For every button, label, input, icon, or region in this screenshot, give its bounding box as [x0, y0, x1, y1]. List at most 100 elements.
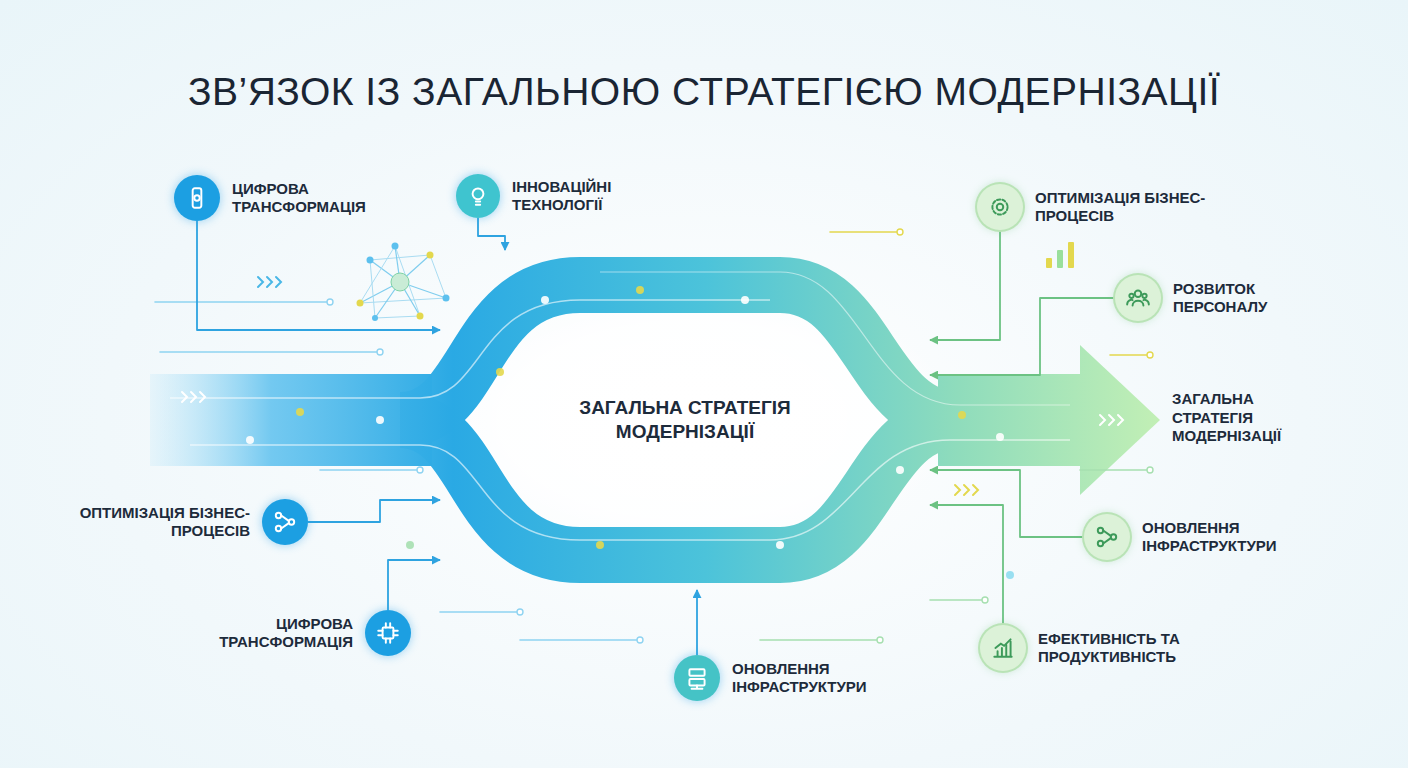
text-column: ОПТИМІЗАЦІЯ БІЗНЕС-ПРОЦЕСІВ — [1035, 189, 1207, 226]
ribbon-arrowhead — [1080, 345, 1160, 495]
chevron — [182, 392, 187, 402]
decor-line — [930, 599, 985, 601]
leader-arrow — [930, 298, 1115, 375]
chevron — [267, 277, 272, 287]
chevron — [276, 277, 281, 287]
icon-stroke — [1111, 534, 1116, 539]
decor-line — [160, 351, 380, 353]
glow-dot — [958, 411, 966, 419]
icon-circle — [456, 174, 500, 218]
text-column: ЕФЕКТИВНІСТЬ ТА ПРОДУКТИВНІСТЬ — [1038, 630, 1210, 667]
topic-node: РОЗВИТОК ПЕРСОНАЛУ — [1115, 275, 1345, 321]
chevron — [1118, 415, 1123, 425]
text-column: РОЗВИТОК ПЕРСОНАЛУ — [1173, 280, 1345, 317]
node-label: ОПТИМІЗАЦІЯ БІЗНЕС-ПРОЦЕСІВ — [1035, 189, 1207, 226]
icon-glyph — [684, 665, 710, 691]
icon-stroke — [1135, 290, 1142, 297]
text-column: ЦИФРОВА ТРАНСФОРМАЦІЯ — [232, 180, 404, 217]
icon-stroke — [1127, 300, 1149, 306]
decor-line — [1080, 469, 1150, 471]
icon-glyph — [272, 509, 298, 535]
icon-stroke — [995, 639, 1010, 648]
decor-dot — [377, 349, 383, 355]
icon-circle — [977, 184, 1023, 230]
chevron — [1100, 415, 1105, 425]
network-node — [417, 313, 424, 320]
text-column: ЦИФРОВА ТРАНСФОРМАЦІЯ — [181, 615, 353, 652]
topic-node: ОПТИМІЗАЦІЯ БІЗНЕС-ПРОЦЕСІВ — [78, 499, 308, 545]
icon-stroke — [383, 628, 394, 639]
icon-circle — [674, 655, 720, 701]
strategy-ribbon: ЗАГАЛЬНА СТРАТЕГІЯ МОДЕРНІЗАЦІЇ — [440, 250, 930, 590]
icon-glyph — [1125, 285, 1151, 311]
bar-chart — [1068, 242, 1074, 268]
network-node — [443, 295, 450, 302]
icon-stroke — [378, 623, 398, 643]
decor-dot — [637, 637, 643, 643]
icon-circle — [174, 175, 220, 221]
icon-glyph — [1094, 524, 1120, 550]
leader-arrow — [478, 218, 505, 250]
node-label: ІННОВАЦІЙНІ ТЕХНОЛОГІЇ — [512, 178, 684, 215]
text-column: ОНОВЛЕННЯ ІНФРАСТРУКТУРИ — [1142, 519, 1314, 556]
decor-dot — [1147, 467, 1153, 473]
decor-dot — [417, 467, 423, 473]
decorations — [155, 229, 1153, 643]
text-column: ОПТИМІЗАЦІЯ БІЗНЕС-ПРОЦЕСІВ — [78, 504, 250, 541]
glow-dot — [996, 433, 1004, 441]
topic-node: ОНОВЛЕННЯ ІНФРАСТРУКТУРИ — [1084, 514, 1314, 560]
decor-line — [320, 469, 420, 471]
topic-node: ОПТИМІЗАЦІЯ БІЗНЕС-ПРОЦЕСІВ — [977, 184, 1207, 230]
icon-stroke — [476, 201, 480, 204]
icon-circle — [365, 610, 411, 656]
network-node — [367, 257, 374, 264]
icon-stroke — [473, 188, 484, 199]
icon-stroke — [1103, 531, 1111, 544]
leader-arrow — [696, 590, 698, 655]
decor-line — [520, 639, 640, 641]
arrow-label: ЗАГАЛЬНА СТРАТЕГІЯ МОДЕРНІЗАЦІЇ — [1172, 390, 1322, 446]
network-node — [391, 273, 409, 291]
decor-dot — [327, 299, 333, 305]
icon-stroke — [997, 204, 1004, 211]
decor-dot — [897, 229, 903, 235]
glow-dot — [596, 541, 604, 549]
bar-chart — [1046, 258, 1052, 268]
ribbon-band — [938, 374, 1086, 466]
icon-stroke — [194, 195, 199, 200]
topic-node: ЕФЕКТИВНІСТЬ ТА ПРОДУКТИВНІСТЬ — [980, 625, 1210, 671]
node-label: РОЗВИТОК ПЕРСОНАЛУ — [1173, 280, 1345, 317]
icon-glyph — [987, 194, 1013, 220]
text-column: ІННОВАЦІЙНІ ТЕХНОЛОГІЇ — [512, 178, 684, 215]
leader-arrow — [308, 500, 440, 522]
topic-node: ЦИФРОВА ТРАНСФОРМАЦІЯ — [181, 610, 411, 656]
leader-arrow — [388, 560, 440, 610]
glow-dot — [376, 416, 384, 424]
icon-stroke — [689, 669, 704, 676]
decor-line — [1110, 354, 1150, 356]
icon-stroke — [281, 516, 289, 529]
node-label: ОНОВЛЕННЯ ІНФРАСТРУКТУРИ — [1142, 519, 1314, 556]
node-label: ОНОВЛЕННЯ ІНФРАСТРУКТУРИ — [732, 660, 904, 697]
bar-chart — [1057, 250, 1063, 268]
network-node — [427, 252, 434, 259]
decor-dot — [982, 597, 988, 603]
icon-stroke — [1142, 294, 1146, 298]
decor-dot — [517, 609, 523, 615]
network-link — [370, 260, 375, 318]
glow-dot — [496, 368, 504, 376]
decor-line — [830, 231, 900, 233]
chevron — [955, 485, 960, 495]
decor-line — [155, 301, 330, 303]
ribbon-highlight — [170, 300, 770, 398]
icon-stroke — [692, 686, 703, 689]
glow-dot — [296, 408, 304, 416]
ribbon-highlight — [190, 440, 1070, 540]
icon-circle — [262, 499, 308, 545]
icon-stroke — [994, 642, 1011, 657]
